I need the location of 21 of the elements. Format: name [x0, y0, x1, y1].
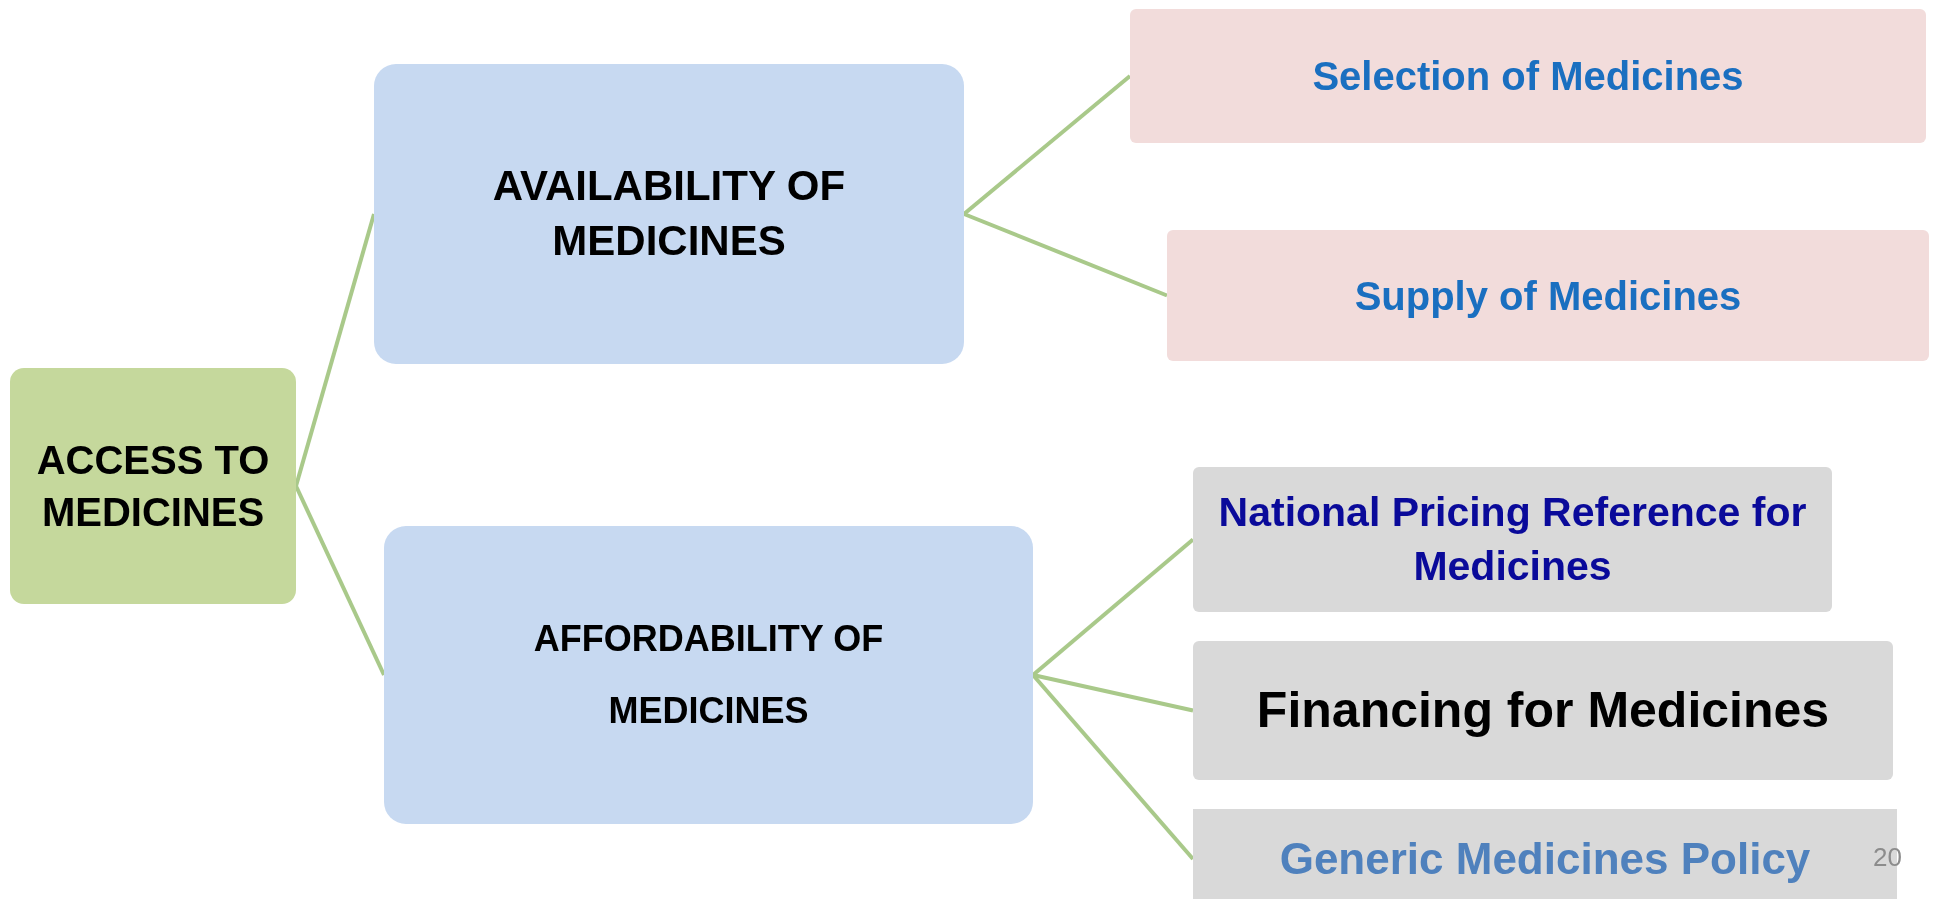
node-label: AVAILABILITY OF MEDICINES	[491, 161, 847, 266]
root-box	[10, 368, 296, 604]
topic-box	[1193, 641, 1893, 780]
connector-line	[1031, 537, 1195, 677]
connector-line	[963, 212, 1168, 298]
node-label: Selection of Medicines	[1312, 53, 1744, 100]
topic-box	[1193, 467, 1832, 612]
category-box	[384, 526, 1033, 824]
category-box	[374, 64, 964, 364]
node-label: AFFORDABILITY OF MEDICINES	[532, 617, 885, 733]
node-label: Supply of Medicines	[1354, 272, 1742, 320]
topic-box	[1130, 9, 1926, 143]
slide-number: 20	[1873, 842, 1902, 873]
node-label: National Pricing Reference for Medicines	[1217, 488, 1808, 591]
connector-line	[962, 74, 1132, 216]
node-label: Generic Medicines Policy	[1279, 833, 1811, 886]
topic-box	[1167, 230, 1929, 361]
node-label: Financing for Medicines	[1256, 681, 1830, 740]
node-label: ACCESS TO MEDICINES	[35, 437, 271, 536]
connector-line	[294, 213, 376, 487]
connector-line	[294, 485, 386, 676]
